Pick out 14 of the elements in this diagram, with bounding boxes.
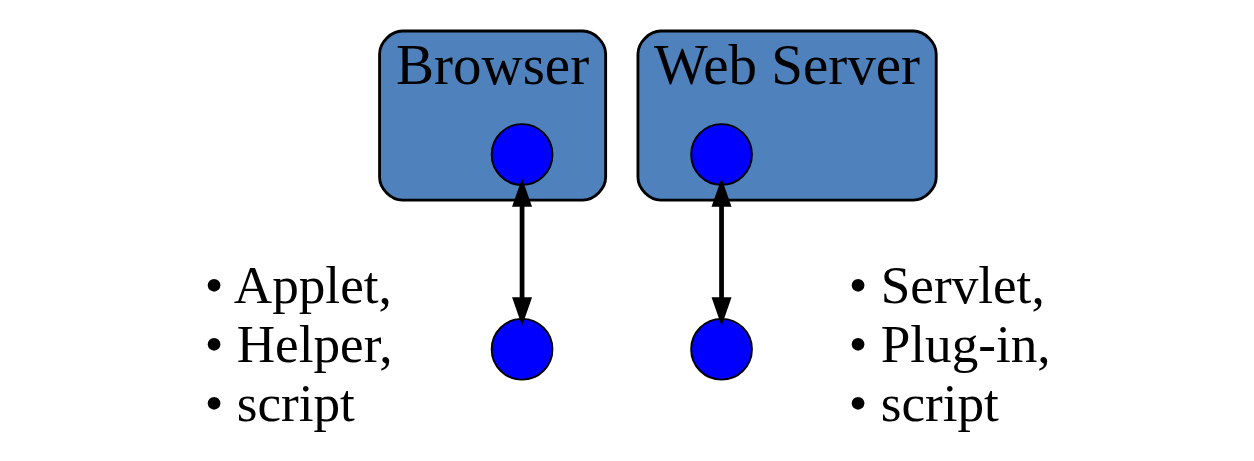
node-circle [490, 317, 553, 381]
node-label: • Servlet, [848, 256, 1045, 316]
cluster: Web Server [636, 29, 938, 202]
node-label: • Plug-in, [848, 315, 1051, 375]
node-label: • script [204, 374, 355, 434]
arrow [711, 178, 732, 326]
node-circle [689, 123, 753, 186]
arrow [511, 178, 532, 326]
node-circle [490, 123, 553, 186]
node-label: • Helper, [204, 315, 393, 375]
node-label: • script [848, 374, 999, 434]
node-label: • Applet, [204, 256, 392, 316]
cluster: Browser [377, 29, 607, 202]
node-circle [689, 317, 753, 381]
